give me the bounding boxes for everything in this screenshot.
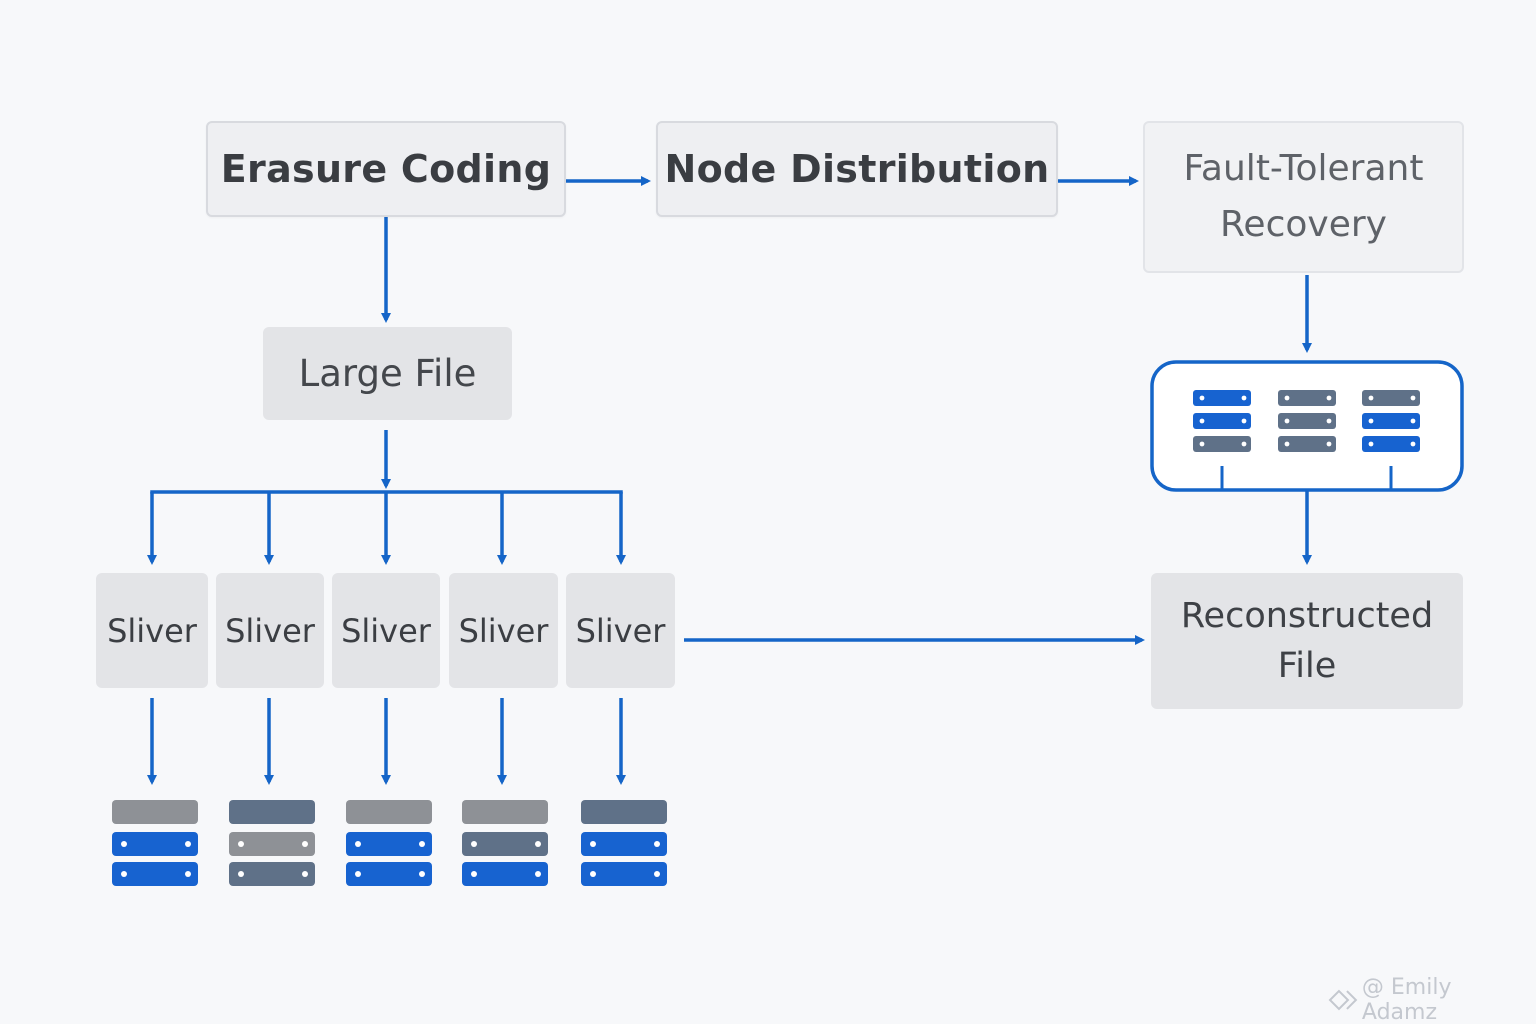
pool-server-unit <box>1193 436 1251 452</box>
reconstructed-file-box: Reconstructed File <box>1151 573 1463 709</box>
server-unit <box>581 862 667 886</box>
node-distribution-label: Node Distribution <box>664 147 1050 191</box>
server-unit <box>462 832 548 856</box>
pool-server-led <box>1241 441 1247 447</box>
pool-server-led <box>1368 418 1374 424</box>
sliver-label: Sliver <box>575 611 666 650</box>
watermark-logo-icon <box>1328 989 1358 1011</box>
pool-server-unit <box>1193 390 1251 406</box>
server-led-right <box>535 871 541 877</box>
sliver-box-1: Sliver <box>96 573 208 688</box>
server-unit <box>229 832 315 856</box>
server-unit <box>112 832 198 856</box>
pool-server-led <box>1284 441 1290 447</box>
file-label: File <box>1277 646 1337 686</box>
pool-server-led <box>1284 395 1290 401</box>
pool-server-led <box>1410 418 1416 424</box>
server-led-left <box>355 871 361 877</box>
recovery-label: Recovery <box>1220 204 1387 245</box>
watermark: @ Emily Adamz <box>1328 975 1533 1024</box>
sliver-box-3: Sliver <box>332 573 440 688</box>
fault-tolerant-label: Fault-Tolerant <box>1183 148 1424 189</box>
server-led-right <box>185 841 191 847</box>
server-led-left <box>590 841 596 847</box>
server-led-right <box>302 871 308 877</box>
sliver-label: Sliver <box>225 611 315 650</box>
pool-server-led <box>1368 441 1374 447</box>
pool-server-led <box>1326 418 1332 424</box>
storage-nodes <box>112 800 667 886</box>
recovery-node-pool <box>1150 360 1464 492</box>
server-unit <box>462 862 548 886</box>
pool-server-unit <box>1278 390 1336 406</box>
server-led-left <box>471 841 477 847</box>
server-led-left <box>238 841 244 847</box>
fault-tolerant-recovery-box: Fault-Tolerant Recovery <box>1143 121 1464 273</box>
server-led-right <box>535 841 541 847</box>
reconstructed-label: Reconstructed <box>1180 596 1434 636</box>
erasure-coding-box: Erasure Coding <box>206 121 566 217</box>
sliver-label: Sliver <box>107 611 197 650</box>
pool-server-led <box>1241 418 1247 424</box>
server-unit <box>229 800 315 824</box>
pool-server-led <box>1241 395 1247 401</box>
server-unit <box>112 862 198 886</box>
pool-server-unit <box>1362 413 1420 429</box>
server-unit <box>346 800 432 824</box>
pool-server-led <box>1326 441 1332 447</box>
connectors <box>147 176 1312 785</box>
pool-server-unit <box>1362 390 1420 406</box>
pool-server-led <box>1199 395 1205 401</box>
server-unit <box>581 832 667 856</box>
large-file-box: Large File <box>263 327 512 420</box>
pool-server-led <box>1199 418 1205 424</box>
sliver-box-2: Sliver <box>216 573 324 688</box>
server-led-right <box>654 871 660 877</box>
sliver-label: Sliver <box>458 611 549 650</box>
sliver-label: Sliver <box>341 611 431 650</box>
pool-server-led <box>1410 441 1416 447</box>
sliver-box-5: Sliver <box>566 573 675 688</box>
server-led-right <box>419 871 425 877</box>
pool-server-unit <box>1362 436 1420 452</box>
node-distribution-box: Node Distribution <box>656 121 1058 217</box>
server-unit <box>462 800 548 824</box>
server-unit <box>346 832 432 856</box>
pool-server-led <box>1410 395 1416 401</box>
erasure-coding-label: Erasure Coding <box>220 147 552 191</box>
server-led-right <box>185 871 191 877</box>
server-led-left <box>471 871 477 877</box>
server-led-left <box>355 841 361 847</box>
server-led-left <box>238 871 244 877</box>
server-unit <box>112 800 198 824</box>
sliver-box-4: Sliver <box>449 573 558 688</box>
server-led-right <box>419 841 425 847</box>
pool-server-led <box>1368 395 1374 401</box>
server-led-left <box>590 871 596 877</box>
pool-server-led <box>1199 441 1205 447</box>
pool-server-led <box>1284 418 1290 424</box>
server-led-left <box>121 871 127 877</box>
server-led-right <box>302 841 308 847</box>
pool-server-unit <box>1278 413 1336 429</box>
pool-server-led <box>1326 395 1332 401</box>
server-unit <box>346 862 432 886</box>
pool-server-unit <box>1278 436 1336 452</box>
server-unit <box>581 800 667 824</box>
watermark-text: @ Emily Adamz <box>1361 975 1452 1024</box>
large-file-label: Large File <box>298 352 477 395</box>
server-led-right <box>654 841 660 847</box>
pool-server-unit <box>1193 413 1251 429</box>
server-unit <box>229 862 315 886</box>
server-led-left <box>121 841 127 847</box>
